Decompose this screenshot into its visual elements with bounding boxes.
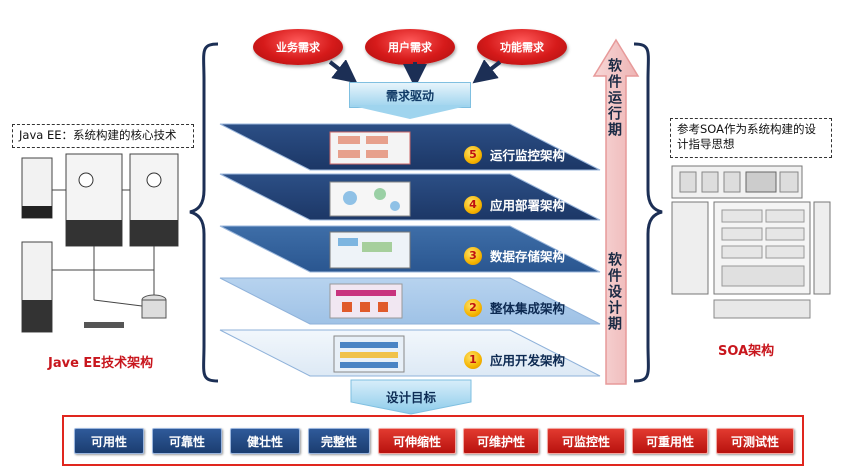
goal-down-arrow [350,379,472,415]
java-ee-caption: Jave EE技术架构 [48,356,154,371]
layer-2-label: 整体集成架构 [490,301,566,316]
demand-arrows [328,60,502,84]
layer-5-number: 5 [464,145,482,164]
goals-container [62,415,804,466]
layer-4-number: 4 [464,195,482,214]
layer-3-number: 3 [464,246,482,265]
demand-business-oval: 业务需求 [253,29,343,65]
demand-user-oval: 用户需求 [365,29,455,65]
layer-3: 3 数据存储架构 [464,246,565,265]
java-ee-note: Java EE：系统构建的核心技术 [12,124,194,148]
goal-testability: 可测试性 [716,428,794,454]
soa-caption: SOA架构 [718,344,775,359]
goal-maintainability: 可维护性 [463,428,539,454]
runtime-vertical-arrow [592,38,640,385]
arrow-design-label: 软件设计期 [606,252,622,332]
goal-reusability: 可重用性 [632,428,708,454]
goal-monitorability: 可监控性 [547,428,625,454]
goal-reliability: 可靠性 [152,428,222,454]
architecture-layers [219,123,601,377]
demand-function-oval: 功能需求 [477,29,567,65]
layer-2-number: 2 [464,298,482,317]
goal-robustness: 健壮性 [230,428,300,454]
demand-driver-banner: 需求驱动 [349,82,471,108]
layer-1: 1 应用开发架构 [464,350,565,369]
goal-scalability: 可伸缩性 [378,428,456,454]
layer-3-label: 数据存储架构 [490,249,566,264]
layer-4: 4 应用部署架构 [464,195,565,214]
java-ee-architecture-diagram [21,153,179,333]
goal-title: 设计目标 [385,389,436,405]
right-brace [633,42,663,383]
layer-4-label: 应用部署架构 [490,198,566,213]
layer-5: 5 运行监控架构 [464,145,565,164]
layer-1-label: 应用开发架构 [490,353,566,368]
demand-banner-tail [349,105,471,119]
goal-integrity: 完整性 [308,428,370,454]
layer-5-label: 运行监控架构 [490,148,566,163]
arrow-runtime-label: 软件运行期 [606,58,622,138]
layer-2: 2 整体集成架构 [464,298,565,317]
soa-note: 参考SOA作为系统构建的设计指导思想 [670,118,832,158]
left-brace [189,42,219,383]
soa-architecture-diagram [671,165,831,319]
goal-availability: 可用性 [74,428,144,454]
layer-1-number: 1 [464,350,482,369]
